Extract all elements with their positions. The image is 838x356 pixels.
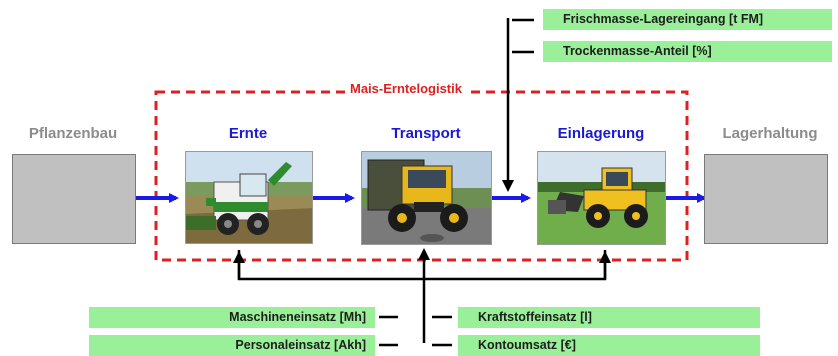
- kpi-frischmasse: Frischmasse-Lagereingang [t FM]: [543, 9, 832, 30]
- lagerhaltung-title: Lagerhaltung: [722, 125, 818, 142]
- top-indicator-connector: [502, 18, 534, 192]
- tractor-trailer-photo: [361, 151, 492, 245]
- forage-harvester-photo: [185, 151, 313, 244]
- bottom-indicator-connector: [233, 248, 611, 347]
- kpi-kraftstoffeinsatz: Kraftstoffeinsatz [l]: [458, 307, 760, 328]
- boundary-label: Mais-Erntelogistik: [346, 81, 466, 96]
- stage-title-ernte: Ernte: [228, 125, 268, 142]
- stage-title-transport: Transport: [391, 125, 461, 142]
- pflanzenbau-title: Pflanzenbau: [28, 125, 118, 142]
- system-boundary: [154, 90, 689, 262]
- kpi-kontoumsatz: Kontoumsatz [€]: [458, 335, 760, 356]
- kpi-personaleinsatz: Personaleinsatz [Akh]: [89, 335, 375, 356]
- kpi-trockenmasse: Trockenmasse-Anteil [%]: [543, 41, 832, 62]
- pflanzenbau-block: [12, 154, 136, 244]
- wheel-loader-photo: [537, 151, 666, 245]
- lagerhaltung-block: [704, 154, 828, 244]
- kpi-maschineneinsatz: Maschineneinsatz [Mh]: [89, 307, 375, 328]
- stage-title-einlagerung: Einlagerung: [557, 125, 645, 142]
